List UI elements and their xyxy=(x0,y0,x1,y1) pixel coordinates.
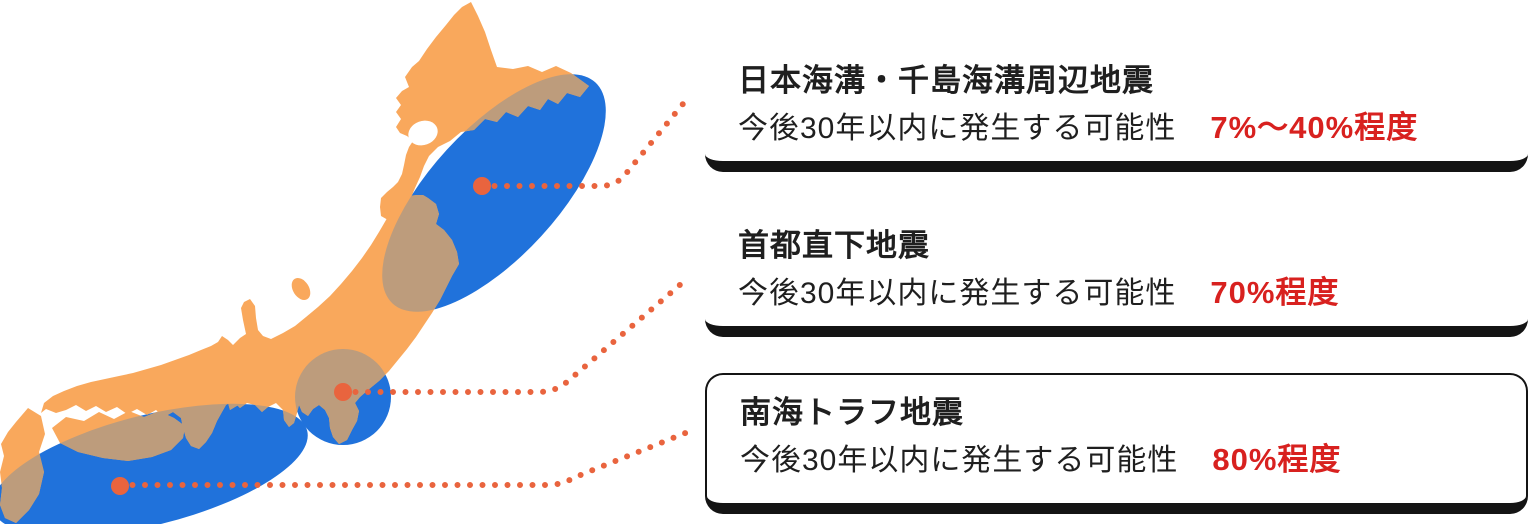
card-tokyo-inland-quake: 首都直下地震 今後30年以内に発生する可能性 70%程度 xyxy=(705,218,1528,337)
sado-island xyxy=(287,274,315,304)
card-japan-chishima-trench-quake: 日本海溝・千島海溝周辺地震 今後30年以内に発生する可能性 7%〜40%程度 xyxy=(705,53,1528,172)
card-lead-text: 今後30年以内に発生する可能性 xyxy=(738,277,1177,311)
card-probability-row: 今後30年以内に発生する可能性 80%程度 xyxy=(740,441,1498,479)
card-title: 南海トラフ地震 xyxy=(740,394,964,430)
bay-inlet xyxy=(408,120,438,146)
leader-lines xyxy=(117,96,691,488)
card-probability-value: 70%程度 xyxy=(1210,275,1340,311)
japan-earthquake-map xyxy=(0,2,691,524)
card-probability-value: 7%〜40%程度 xyxy=(1210,110,1419,146)
card-lead-text: 今後30年以内に発生する可能性 xyxy=(740,444,1179,478)
card-nankai-trough-quake: 南海トラフ地震 今後30年以内に発生する可能性 80%程度 xyxy=(705,373,1528,514)
epicenter-marker-japan-chishima-trench xyxy=(473,177,491,195)
leader-line-nankai-trough xyxy=(117,429,691,488)
japan-landmass xyxy=(0,2,589,523)
card-title: 首都直下地震 xyxy=(738,227,930,263)
card-probability-value: 80%程度 xyxy=(1212,442,1342,478)
card-lead-text: 今後30年以内に発生する可能性 xyxy=(738,112,1177,146)
leader-line-tokyo-metropolitan xyxy=(340,275,691,395)
card-probability-row: 今後30年以内に発生する可能性 70%程度 xyxy=(738,274,1500,312)
epicenter-markers xyxy=(111,177,491,495)
epicenter-marker-tokyo-metropolitan xyxy=(334,383,352,401)
card-title: 日本海溝・千島海溝周辺地震 xyxy=(738,62,1154,98)
card-probability-row: 今後30年以内に発生する可能性 7%〜40%程度 xyxy=(738,109,1500,147)
epicenter-marker-nankai-trough xyxy=(111,477,129,495)
